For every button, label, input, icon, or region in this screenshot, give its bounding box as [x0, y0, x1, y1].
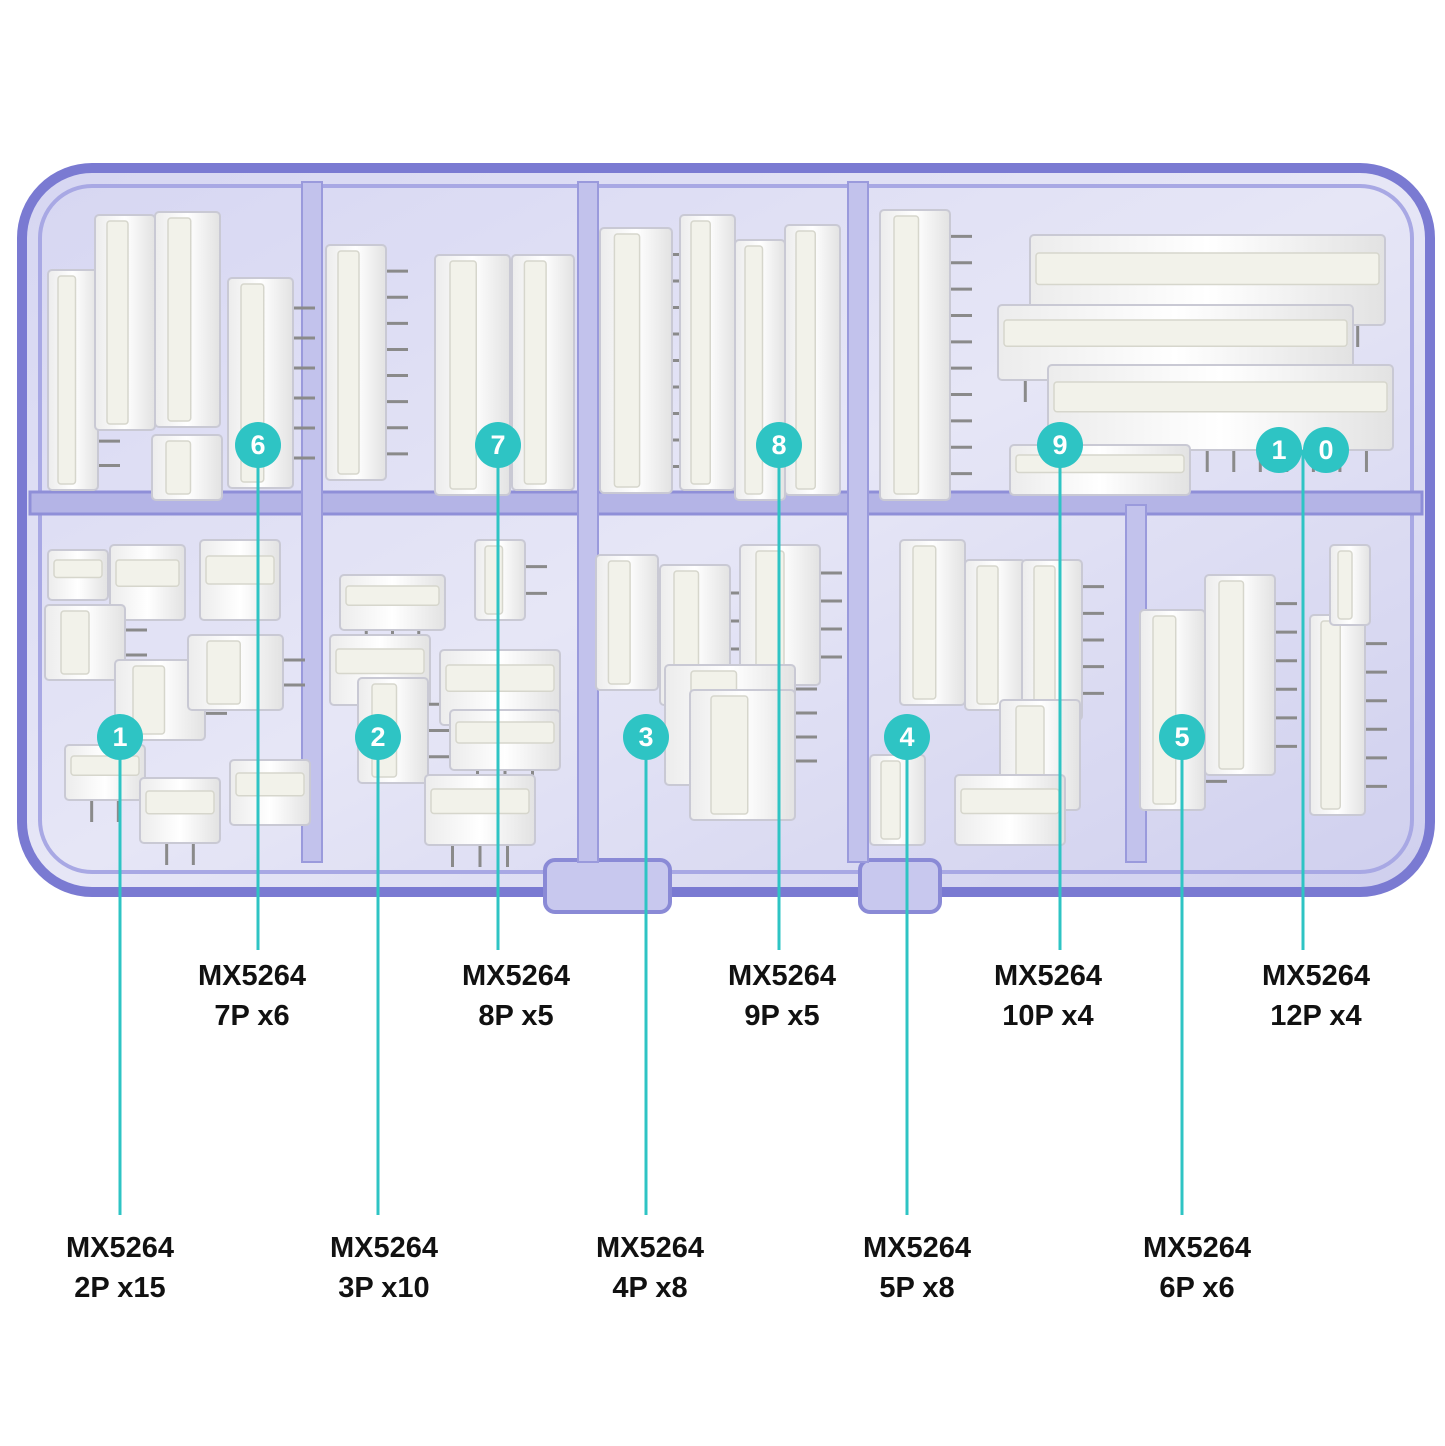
callout-label-3: MX5264 4P x8 [550, 1228, 750, 1308]
part-number: MX5264 [993, 960, 1102, 992]
pin-count-quantity: 2P x15 [74, 1272, 166, 1304]
connector-16 [1047, 364, 1394, 472]
callout-badge-5: 5 [1159, 714, 1205, 760]
connector-6 [325, 244, 408, 481]
callout-label-5: MX5264 6P x6 [1097, 1228, 1297, 1308]
pin-count-quantity: 4P x8 [612, 1272, 688, 1304]
leader-lines [118, 445, 1305, 1215]
connector-1 [47, 269, 120, 491]
callout-badge-8: 8 [756, 422, 802, 468]
callout-label-10: MX5264 12P x4 [1216, 956, 1416, 1036]
callout-label-4: MX5264 5P x8 [817, 1228, 1017, 1308]
connector-44 [869, 754, 926, 846]
part-number: MX5264 [65, 1232, 174, 1264]
connector-19 [109, 544, 186, 621]
part-number: MX5264 [1261, 960, 1370, 992]
pin-count-quantity: 12P x4 [1270, 1000, 1362, 1032]
connector-26 [229, 759, 311, 826]
connector-20 [199, 539, 281, 621]
part-number: MX5264 [1142, 1232, 1251, 1264]
part-number: MX5264 [329, 1232, 438, 1264]
connector-18 [47, 549, 109, 601]
pin-count-quantity: 3P x10 [338, 1272, 430, 1304]
callout-badge-6: 6 [235, 422, 281, 468]
pin-count-quantity: 8P x5 [478, 1000, 554, 1032]
part-number: MX5264 [595, 1232, 704, 1264]
callout-badge-3: 3 [623, 714, 669, 760]
callout-label-8: MX5264 9P x5 [682, 956, 882, 1036]
pin-count-quantity: 5P x8 [879, 1272, 955, 1304]
callout-label-2: MX5264 3P x10 [284, 1228, 484, 1308]
callout-badge-10-digit-2: 0 [1303, 427, 1349, 473]
callout-badge-1: 1 [97, 714, 143, 760]
connector-27 [339, 574, 446, 652]
connector-21 [44, 604, 147, 681]
connector-43 [954, 774, 1066, 846]
connector-3 [154, 211, 221, 428]
part-number: MX5264 [727, 960, 836, 992]
connector-25 [139, 777, 221, 865]
connector-7 [434, 254, 532, 496]
connector-48 [1329, 544, 1371, 626]
connector-12 [784, 224, 841, 496]
callout-badge-10-digit-1: 1 [1256, 427, 1302, 473]
part-number: MX5264 [862, 1232, 971, 1264]
callout-label-7: MX5264 8P x5 [416, 956, 616, 1036]
callout-badge-4: 4 [884, 714, 930, 760]
connector-31 [449, 709, 561, 792]
connector-17 [1009, 444, 1191, 496]
callout-badge-7: 7 [475, 422, 521, 468]
connector-5 [151, 434, 223, 501]
callout-badge-2: 2 [355, 714, 401, 760]
pin-count-quantity: 9P x5 [744, 1000, 820, 1032]
callout-label-9: MX5264 10P x4 [948, 956, 1148, 1036]
connector-47 [1309, 614, 1387, 816]
connector-38 [689, 689, 796, 821]
connector-40 [964, 559, 1026, 711]
callout-label-1: MX5264 2P x15 [20, 1228, 220, 1308]
callout-label-6: MX5264 7P x6 [152, 956, 352, 1036]
connector-32 [424, 774, 536, 867]
connector-46 [1204, 574, 1297, 776]
connector-41 [1021, 559, 1104, 721]
callout-badge-9: 9 [1037, 422, 1083, 468]
connector-8 [511, 254, 575, 491]
pin-count-quantity: 7P x6 [214, 1000, 290, 1032]
connector-22 [114, 659, 227, 741]
part-number: MX5264 [197, 960, 306, 992]
part-number: MX5264 [461, 960, 570, 992]
pin-count-quantity: 10P x4 [1002, 1000, 1094, 1032]
connector-13 [879, 209, 972, 501]
pin-count-quantity: 6P x6 [1159, 1272, 1235, 1304]
